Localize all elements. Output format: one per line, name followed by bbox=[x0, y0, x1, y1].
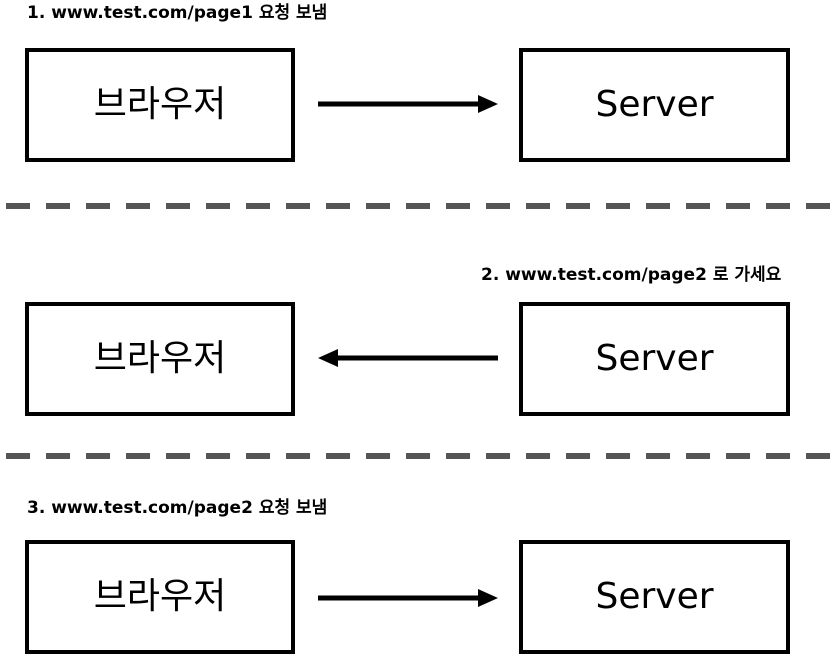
step-2-browser-label: 브라우저 bbox=[93, 338, 227, 379]
step-2-label: 2. www.test.com/page2 로 가세요 bbox=[481, 265, 782, 285]
step-3-server-label: Server bbox=[595, 576, 714, 617]
step-1-arrow-right bbox=[318, 95, 498, 113]
step-1-browser-label: 브라우저 bbox=[93, 84, 227, 125]
step-1-server-box: Server bbox=[519, 48, 790, 162]
dashed-divider-1 bbox=[6, 203, 836, 209]
step-3-browser-box: 브라우저 bbox=[25, 540, 295, 654]
step-1-server-label: Server bbox=[595, 84, 714, 125]
step-3-browser-label: 브라우저 bbox=[93, 576, 227, 617]
step-1-label: 1. www.test.com/page1 요청 보냄 bbox=[27, 3, 328, 23]
dashed-divider-2 bbox=[6, 453, 836, 459]
step-2-server-box: Server bbox=[519, 302, 790, 416]
step-1-browser-box: 브라우저 bbox=[25, 48, 295, 162]
step-3-arrow-right bbox=[318, 589, 498, 607]
step-2-server-label: Server bbox=[595, 338, 714, 379]
step-3-label: 3. www.test.com/page2 요청 보냄 bbox=[27, 498, 328, 518]
step-3-server-box: Server bbox=[519, 540, 790, 654]
step-2-browser-box: 브라우저 bbox=[25, 302, 295, 416]
step-2-arrow-left bbox=[318, 349, 498, 367]
